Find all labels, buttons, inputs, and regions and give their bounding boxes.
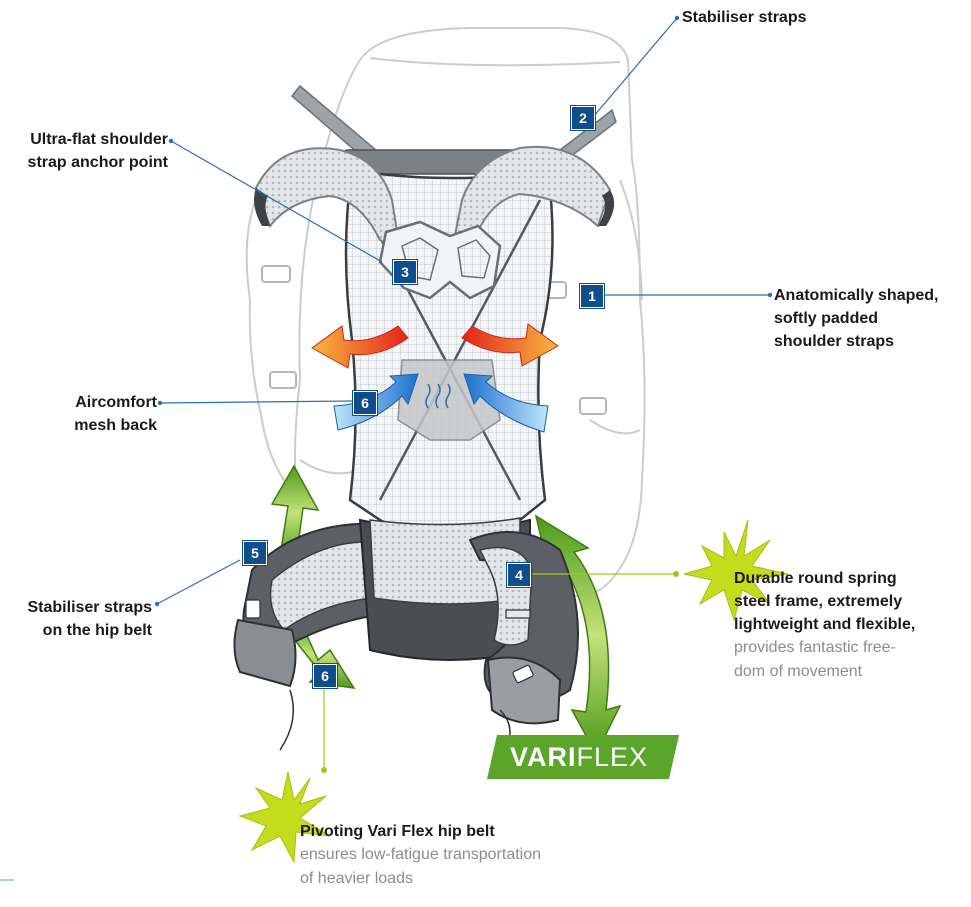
hip-belt (234, 518, 578, 760)
label-hip-belt-sub2: of heavier loads (300, 867, 541, 891)
label-hip-belt: Pivoting Vari Flex hip belt ensures low-… (300, 820, 541, 891)
badge-5: 5 (243, 541, 267, 565)
badge-3: 3 (393, 260, 417, 284)
label-hip-belt-title: Pivoting Vari Flex hip belt (300, 823, 495, 840)
label-anchor-point-line1: Ultra-flat shoulder (30, 131, 168, 148)
label-spring-frame-sub2: dom of movement (734, 660, 915, 684)
label-stabiliser-straps: Stabiliser straps (682, 6, 807, 29)
label-anchor-point-line2: strap anchor point (28, 154, 168, 171)
logo-light: FLEX (576, 742, 648, 772)
badge-6-mesh: 6 (353, 391, 377, 415)
logo-bold: VARI (510, 742, 577, 772)
variflex-logo: VARIFLEX (487, 735, 679, 779)
label-shoulder-straps-line1: Anatomically shaped, (774, 287, 939, 304)
label-spring-frame-sub1: provides fantastic free- (734, 636, 915, 660)
label-hip-stabiliser-line2: on the hip belt (43, 622, 152, 639)
label-anchor-point: Ultra-flat shoulder strap anchor point (0, 128, 168, 174)
label-hip-stabiliser: Stabiliser straps on the hip belt (0, 596, 152, 642)
label-shoulder-straps: Anatomically shaped, softly padded shoul… (774, 284, 939, 353)
badge-4: 4 (507, 563, 531, 587)
label-shoulder-straps-line2: softly padded (774, 310, 878, 327)
label-shoulder-straps-line3: shoulder straps (774, 333, 894, 350)
label-mesh-back-line2: mesh back (74, 417, 157, 434)
badge-1: 1 (580, 284, 604, 308)
label-spring-frame-line1: Durable round spring (734, 570, 897, 587)
label-hip-belt-sub1: ensures low-fatigue transportation (300, 843, 541, 867)
label-mesh-back: Aircomfort mesh back (0, 391, 157, 437)
label-spring-frame-line3: lightweight and flexible, (734, 616, 915, 633)
badge-6-hip: 6 (313, 664, 337, 688)
label-spring-frame: Durable round spring steel frame, extrem… (734, 567, 915, 684)
label-hip-stabiliser-line1: Stabiliser straps (28, 599, 153, 616)
label-mesh-back-line1: Aircomfort (75, 394, 157, 411)
label-spring-frame-line2: steel frame, extremely (734, 593, 902, 610)
badge-2: 2 (571, 106, 595, 130)
